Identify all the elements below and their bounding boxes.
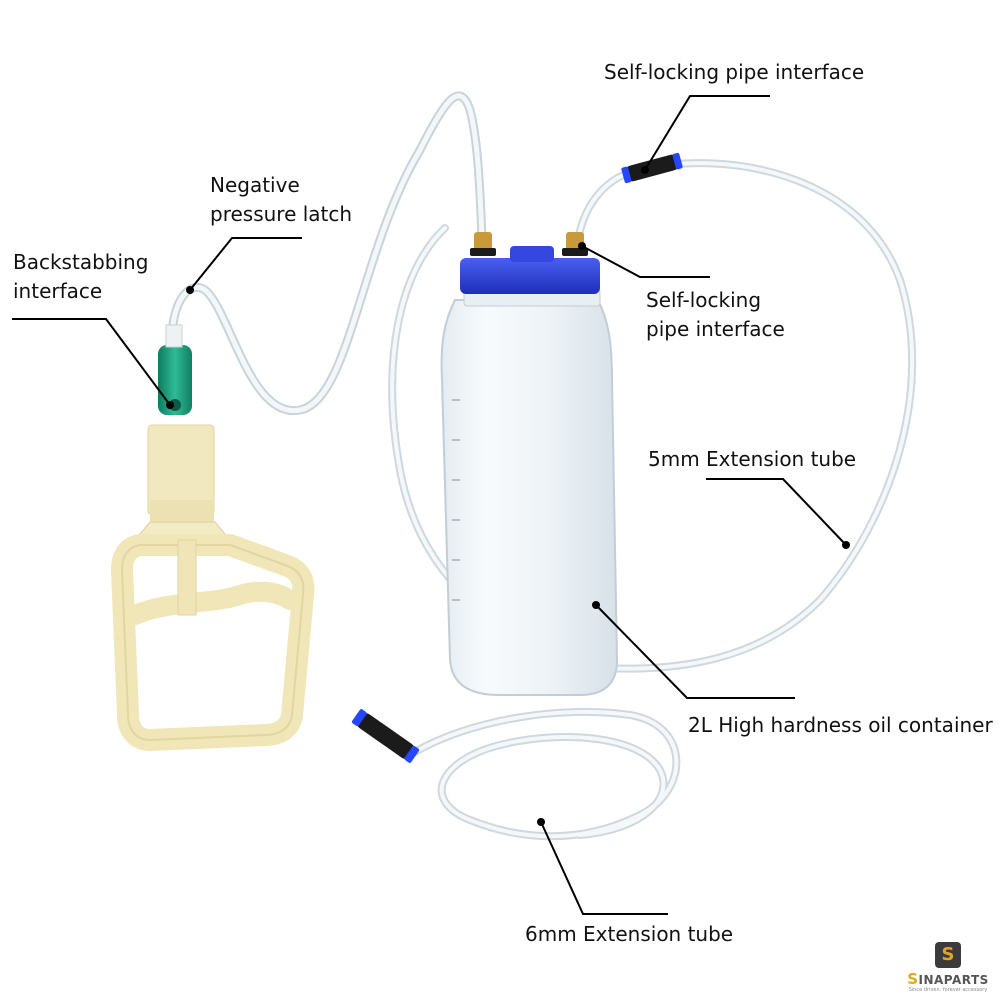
- leader-6mm: [540, 821, 668, 915]
- self-locking-connector-top: [621, 152, 683, 184]
- leader-self-locking-right: [581, 245, 710, 278]
- leader-negative: [189, 237, 302, 291]
- brand-name-rest: INAPARTS: [918, 973, 989, 987]
- brand-name-first: S: [907, 970, 919, 988]
- green-valve: [158, 345, 192, 415]
- brand-tagline: Since driven. forever accessory: [908, 987, 988, 993]
- label-backstab-line1: Backstabbing: [13, 250, 149, 274]
- label-self-locking-top: Self-locking pipe interface: [604, 58, 864, 87]
- tube-5mm-path: [574, 159, 917, 673]
- label-6mm-text: 6mm Extension tube: [525, 922, 734, 946]
- brand-logo: S SINAPARTS Since driven. forever access…: [900, 942, 996, 998]
- brand-name: SINAPARTS: [900, 970, 996, 988]
- oil-container: [440, 232, 619, 696]
- label-5mm-text: 5mm Extension tube: [648, 447, 857, 471]
- label-5mm-extension-tube: 5mm Extension tube: [648, 445, 856, 474]
- leader-backstab: [12, 318, 171, 406]
- label-6mm-extension-tube: 6mm Extension tube: [525, 920, 733, 949]
- label-negative-pressure-latch: Negative pressure latch: [210, 171, 352, 229]
- label-self-locking-top-text: Self-locking pipe interface: [604, 60, 865, 84]
- label-self-locking-right-line1: Self-locking: [646, 288, 762, 312]
- leader-5mm: [706, 478, 847, 546]
- label-backstab-line2: interface: [13, 279, 103, 303]
- leader-dots: [166, 166, 850, 826]
- blue-cap: [460, 258, 600, 294]
- vacuum-pump: [111, 324, 315, 751]
- leader-self-locking-top: [644, 95, 770, 171]
- pump-handle: [111, 534, 315, 751]
- label-negative-line1: Negative: [210, 173, 300, 197]
- label-self-locking-right-line2: pipe interface: [646, 317, 785, 341]
- self-locking-connector-6mm: [351, 709, 420, 763]
- label-self-locking-right: Self-locking pipe interface: [646, 286, 785, 344]
- label-backstabbing-interface: Backstabbing interface: [13, 248, 148, 306]
- label-negative-line2: pressure latch: [210, 202, 353, 226]
- leader-lines: [12, 95, 847, 915]
- label-oil-container: 2L High hardness oil container: [688, 711, 993, 740]
- leader-container: [595, 604, 795, 699]
- bottle-body: [440, 299, 619, 696]
- brand-badge-icon: S: [935, 942, 961, 968]
- label-container-text: 2L High hardness oil container: [688, 713, 993, 737]
